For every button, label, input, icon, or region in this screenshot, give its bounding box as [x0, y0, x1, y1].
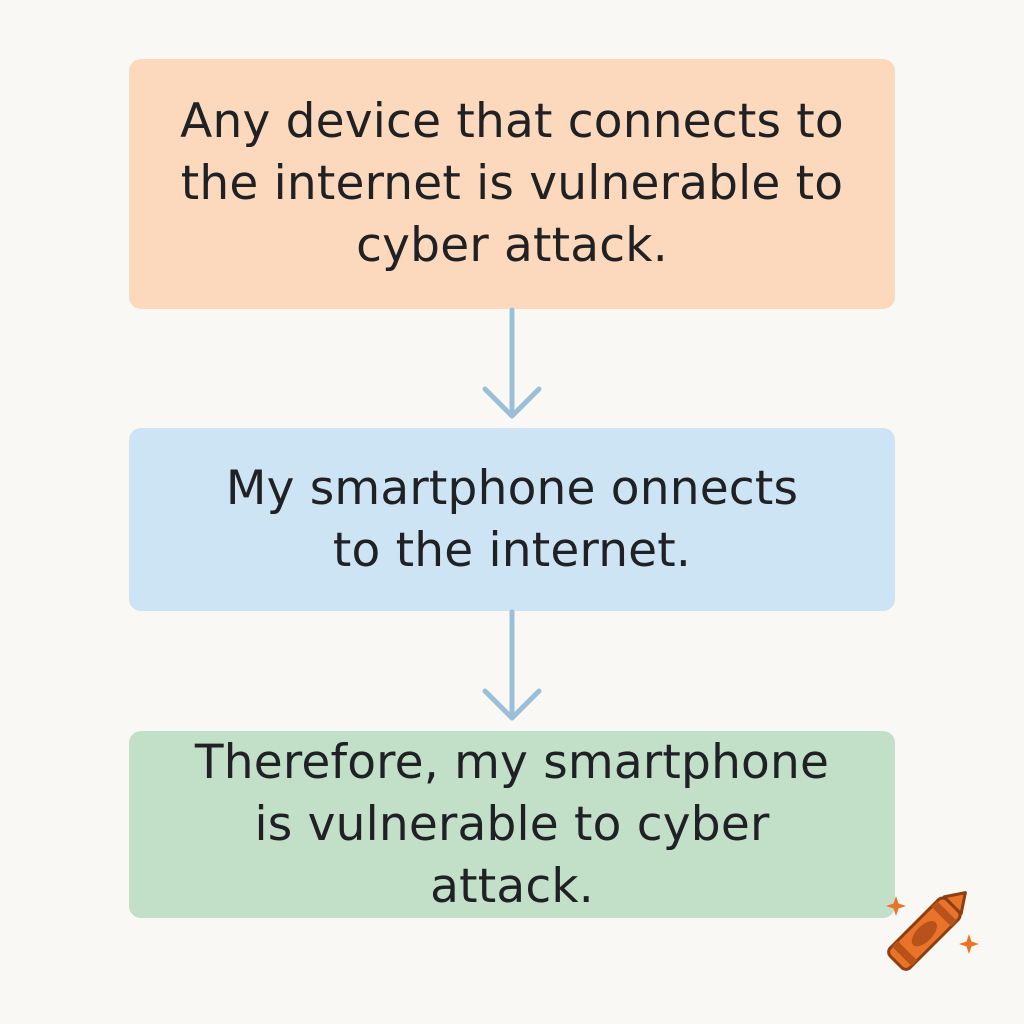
premise-major-text: Any device that connects to the internet… [180, 94, 844, 273]
premise-minor-text: My smartphone onnects to the internet. [225, 460, 799, 578]
conclusion-box: Therefore, my smartphone is vulnerable t… [129, 731, 895, 918]
conclusion-text: Therefore, my smartphone is vulnerable t… [194, 734, 830, 914]
crayon-logo-icon [886, 891, 979, 971]
arrow-down-icon [482, 307, 542, 419]
arrow-down-icon [482, 609, 542, 721]
premise-box-minor: My smartphone onnects to the internet. [129, 428, 895, 611]
premise-box-major: Any device that connects to the internet… [129, 59, 895, 309]
